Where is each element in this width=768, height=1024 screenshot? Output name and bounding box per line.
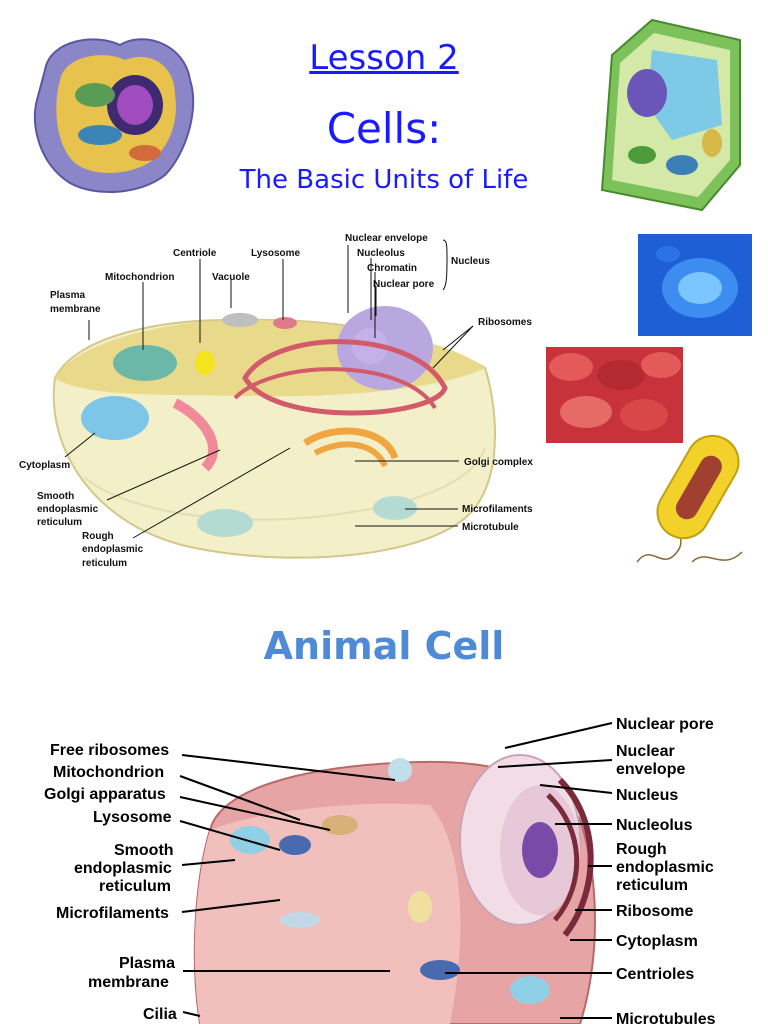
label-microtubule: Microtubule: [462, 522, 519, 533]
label-plasma-1: Plasma: [119, 955, 175, 972]
label-cilia: Cilia: [143, 1006, 177, 1023]
label-cytoplasm: Cytoplasm: [616, 933, 698, 950]
label-cytoplasm: Cytoplasm: [19, 460, 70, 471]
label-nucleus: Nucleus: [451, 256, 490, 267]
cell-diagram-labeled: Centriole Lysosome Nuclear envelope Nucl…: [19, 233, 533, 569]
label-vacuole: Vacuole: [212, 272, 250, 283]
label-rough-er-2: endoplasmic: [616, 859, 714, 876]
label-rough-er-1: Rough: [82, 531, 114, 542]
label-nuclear-pore: Nuclear pore: [373, 279, 435, 290]
label-mitochondrion: Mitochondrion: [53, 764, 164, 781]
label-microtubules: Microtubules: [616, 1011, 716, 1024]
page-subtitle: The Basic Units of Life: [239, 165, 529, 195]
label-centrioles: Centrioles: [616, 966, 694, 983]
label-smooth-er-2: endoplasmic: [74, 860, 172, 877]
label-free-ribosomes: Free ribosomes: [50, 742, 169, 759]
label-microfilaments: Microfilaments: [462, 504, 533, 515]
label-ribosome: Ribosome: [616, 903, 693, 920]
label-lysosome: Lysosome: [251, 248, 301, 259]
label-centriole: Centriole: [173, 248, 217, 259]
label-nuclear-envelope-1: Nuclear: [616, 743, 675, 760]
label-rough-er-3: reticulum: [616, 877, 688, 894]
label-nuclear-envelope-2: envelope: [616, 761, 685, 778]
label-rough-er-2: endoplasmic: [82, 544, 144, 555]
label-nucleolus: Nucleolus: [616, 817, 693, 834]
plant-cell-image: [600, 18, 741, 212]
label-nucleus: Nucleus: [616, 787, 678, 804]
label-nuclear-pore: Nuclear pore: [616, 716, 714, 733]
lesson-link[interactable]: Lesson 2: [309, 38, 459, 78]
label-golgi-complex: Golgi complex: [464, 457, 533, 468]
label-smooth-er-1: Smooth: [114, 842, 174, 859]
micrograph-blue-image: [638, 234, 752, 336]
label-nuclear-envelope: Nuclear envelope: [345, 233, 428, 244]
label-plasma-2: membrane: [88, 974, 169, 991]
label-golgi-apparatus: Golgi apparatus: [44, 786, 166, 803]
page-title: Cells:: [326, 104, 442, 153]
label-ribosomes: Ribosomes: [478, 317, 532, 328]
label-rough-er-3: reticulum: [82, 558, 127, 569]
label-plasma-1: Plasma: [50, 290, 85, 301]
red-blood-cells-image: [546, 347, 683, 443]
label-microfilaments: Microfilaments: [56, 905, 169, 922]
label-smooth-er-1: Smooth: [37, 491, 74, 502]
animal-cell-diagram: Free ribosomes Mitochondrion Golgi appar…: [44, 716, 716, 1024]
animal-cell-image: [33, 38, 195, 193]
label-rough-er-1: Rough: [616, 841, 667, 858]
label-smooth-er-2: endoplasmic: [37, 504, 99, 515]
section-heading: Animal Cell: [263, 624, 505, 668]
label-lysosome: Lysosome: [93, 809, 172, 826]
bacterium-image: [636, 434, 743, 563]
label-smooth-er-3: reticulum: [99, 878, 171, 895]
label-chromatin: Chromatin: [367, 263, 417, 274]
label-plasma-2: membrane: [50, 304, 101, 315]
label-nucleolus: Nucleolus: [357, 248, 405, 259]
label-smooth-er-3: reticulum: [37, 517, 82, 528]
label-mitochondrion: Mitochondrion: [105, 272, 174, 283]
